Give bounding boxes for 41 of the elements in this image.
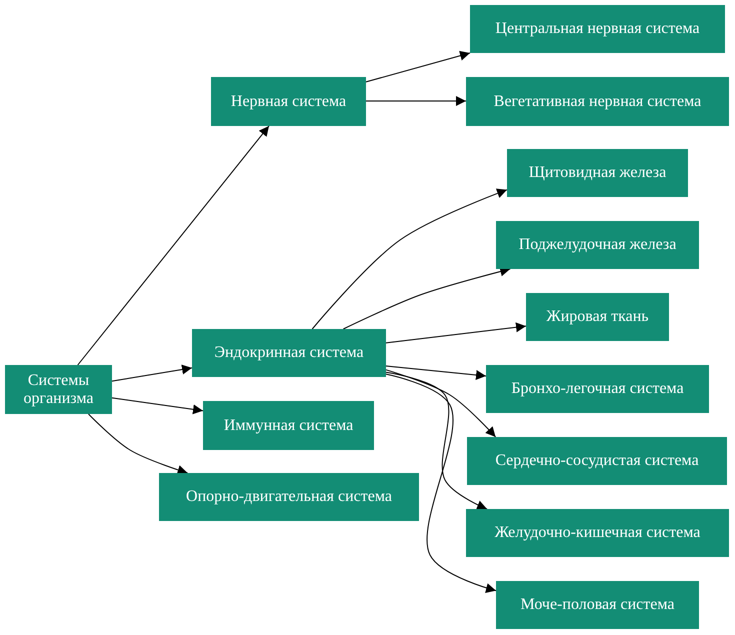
process-box [526,293,669,341]
arrow [77,126,270,366]
process-box [507,149,688,197]
process-box [496,221,699,269]
process-box [466,77,729,126]
process-box [470,5,725,53]
arrow [366,96,466,106]
node-label: Вегетативная нервная система [492,92,702,110]
arrow [386,374,496,593]
process-box [467,437,727,485]
process-box [203,401,374,450]
process-box [486,365,709,413]
process-box [211,77,366,126]
arrow [88,414,188,475]
arrow [312,188,508,330]
node-label: Щитовидная железа [528,164,668,182]
node-label: Иммунная система [222,416,354,434]
node-label: Системы организма [22,372,94,408]
node-label: Опорно-двигательная система [185,488,393,506]
arrow [366,50,470,82]
arrow [342,266,511,330]
process-box [496,581,699,629]
node-label: Поджелудочная железа [518,236,678,254]
node-label: Желудочно-кишечная система [494,524,702,542]
node-label: Жировая ткань [545,308,650,326]
arrow [386,372,488,510]
arrow [386,369,496,438]
arrow [386,322,526,344]
process-box [159,473,419,521]
process-box [466,509,729,557]
node-label: Моче-половая система [519,596,676,614]
node-label: Бронхо-легочная система [510,380,685,398]
process-box [5,365,112,414]
node-label: Нервная система [230,92,348,110]
node-label: Сердечно-сосудистая система [494,452,700,470]
arrow [386,365,486,380]
node-label: Эндокринная система [213,344,365,362]
arrow [112,397,204,414]
node-label: Центральная нервная система [494,20,701,38]
process-box [192,329,386,377]
arrow [112,364,192,382]
